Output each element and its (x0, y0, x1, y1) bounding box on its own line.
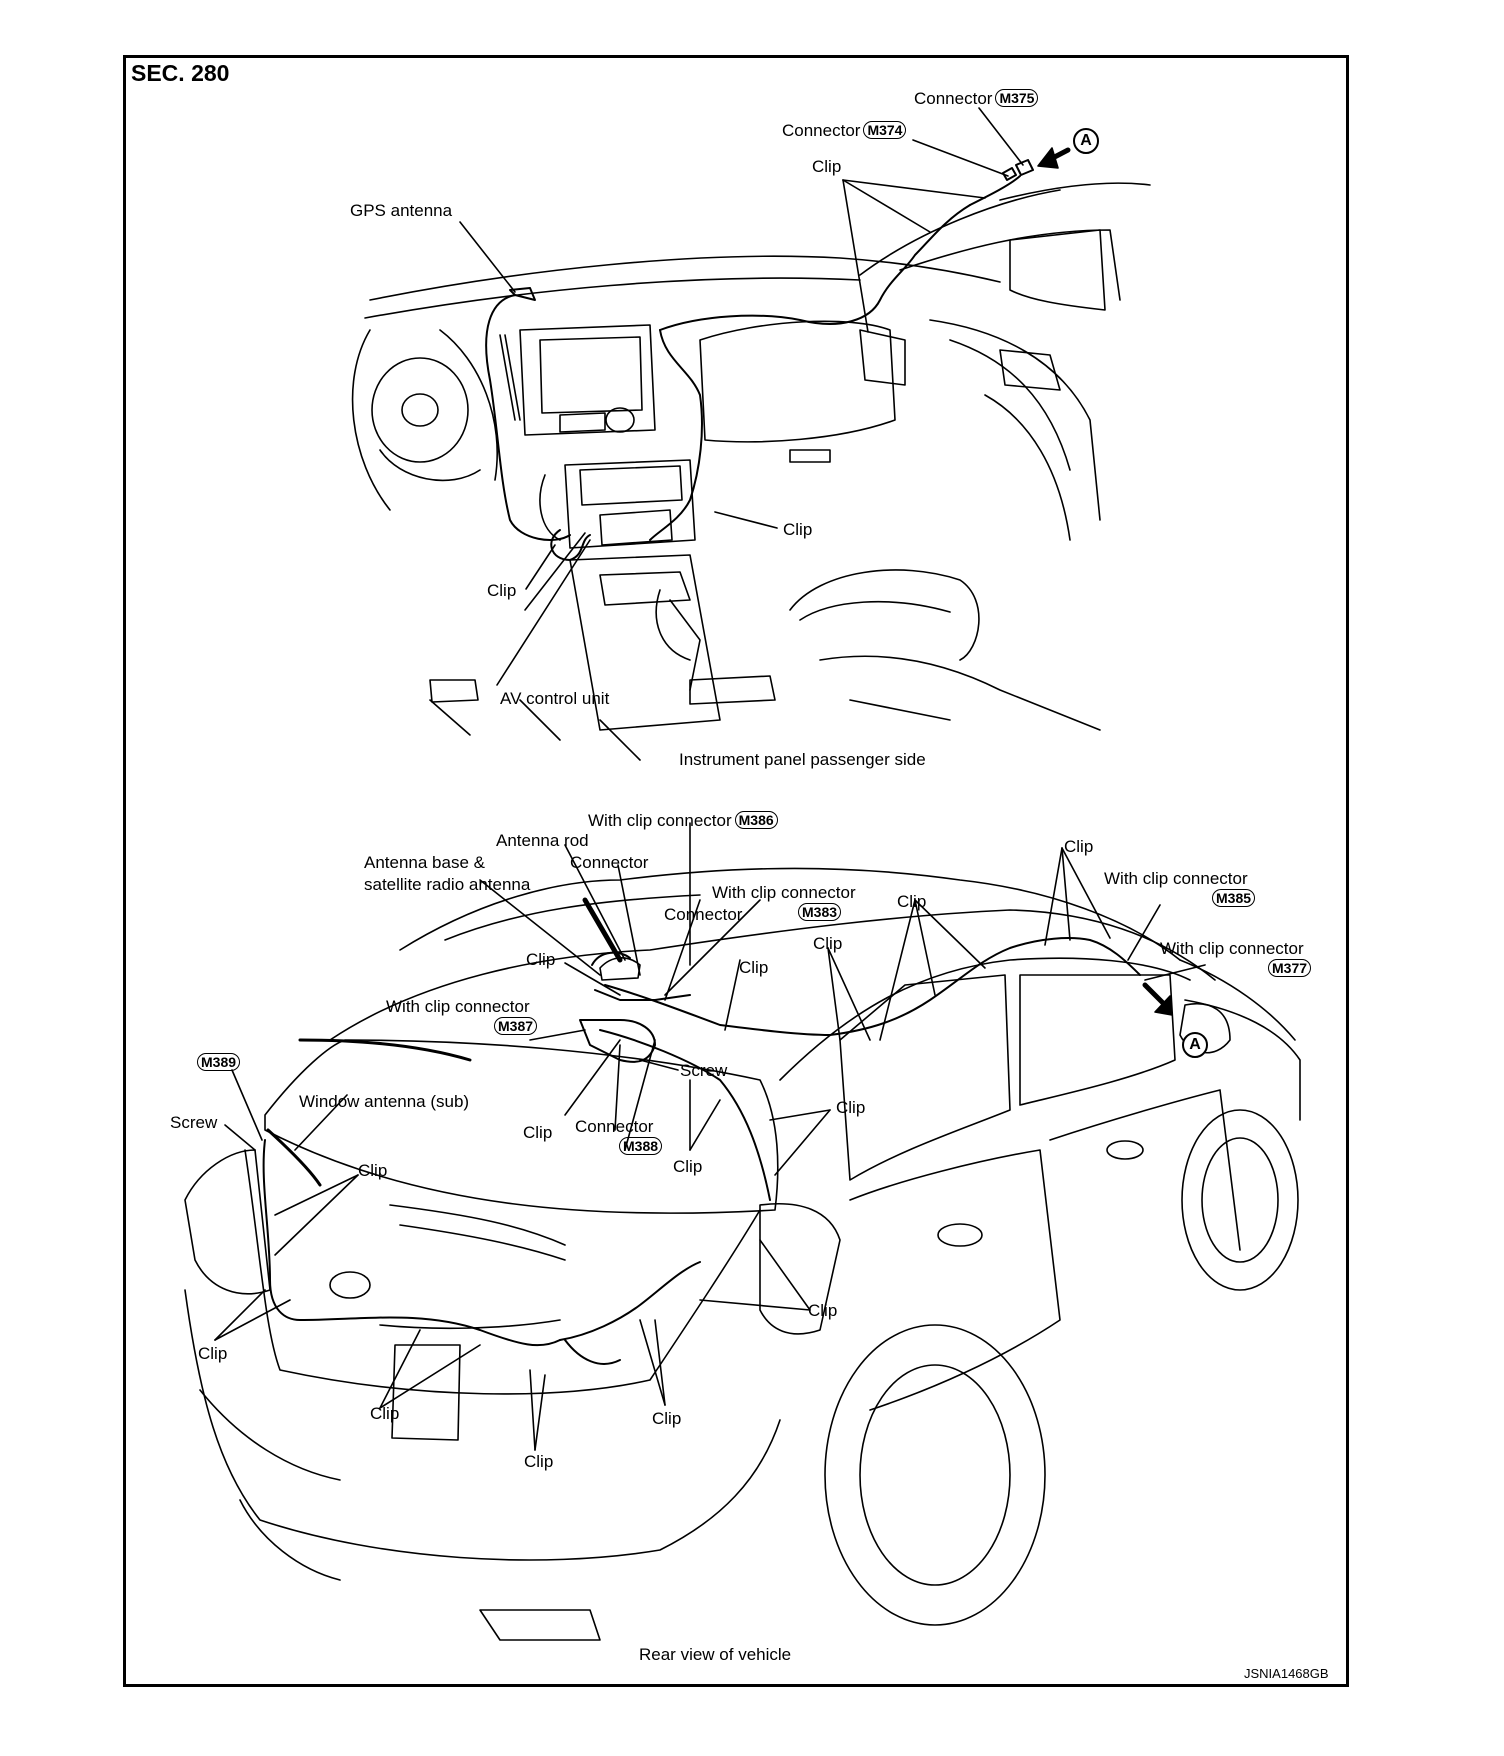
section-number: SEC. 280 (131, 60, 230, 86)
label-window-antenna-sub: Window antenna (sub) (299, 1092, 470, 1111)
instrument-panel-drawing (351, 107, 1151, 761)
label-clip: Clip (808, 1301, 838, 1320)
label-antenna-rod: Antenna rod (496, 831, 589, 850)
reference-mark-a: A (1182, 1032, 1208, 1058)
label-clip: Clip (358, 1161, 388, 1180)
label-clip: Clip (783, 520, 813, 539)
label-gps-antenna: GPS antenna (350, 201, 453, 220)
vehicle-rear-drawing (184, 822, 1301, 1641)
label-satellite-radio-antenna: satellite radio antenna (364, 875, 531, 894)
label-clip: Clip (1064, 837, 1094, 856)
caption-instrument-panel: Instrument panel passenger side (679, 750, 926, 769)
label-clip: Clip (198, 1344, 228, 1363)
label-clip: Clip (836, 1098, 866, 1117)
label-clip: Clip (370, 1404, 400, 1423)
label-connector: Connector (664, 905, 743, 924)
label-clip: Clip (526, 950, 556, 969)
label-clip: Clip (812, 157, 842, 176)
label-clip: Clip (813, 934, 843, 953)
label-clip: Clip (739, 958, 769, 977)
label-clip: Clip (673, 1157, 703, 1176)
label-clip: Clip (523, 1123, 553, 1142)
label-antenna-base: Antenna base & (364, 853, 485, 872)
label-av-control-unit: AV control unit (500, 689, 610, 708)
label-clip: Clip (652, 1409, 682, 1428)
label-connector-m389: M389 (197, 1053, 241, 1073)
document-id: JSNIA1468GB (1244, 1666, 1329, 1681)
reference-mark-a: A (1073, 128, 1099, 154)
label-screw: Screw (170, 1113, 218, 1132)
label-clip: Clip (897, 892, 927, 911)
caption-rear-view: Rear view of vehicle (639, 1645, 792, 1664)
label-screw: Screw (680, 1061, 728, 1080)
diagram-frame (123, 55, 1349, 1687)
label-connector: Connector (570, 853, 649, 872)
label-clip: Clip (524, 1452, 554, 1471)
label-clip: Clip (487, 581, 517, 600)
